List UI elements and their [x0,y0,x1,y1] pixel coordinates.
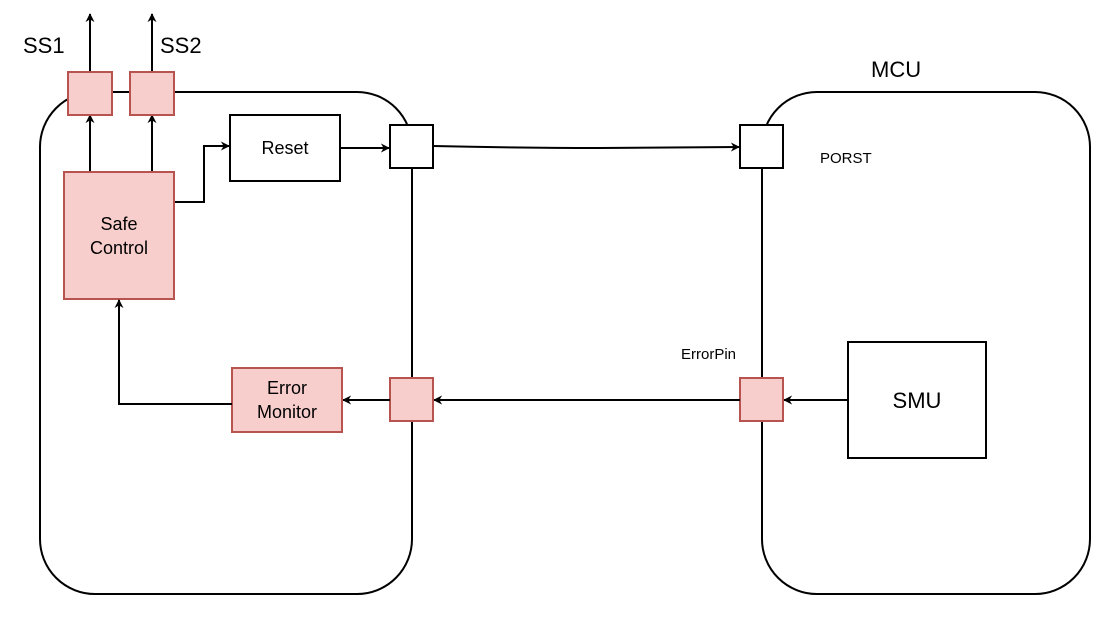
error-monitor-label-line2: Monitor [257,402,317,422]
safe-control-block [63,171,175,300]
mcu-container [761,91,1091,595]
ss2-label: SS2 [160,33,202,58]
errorpin-label: ErrorPin [681,346,736,363]
safe-control-label-line2: Control [90,238,148,258]
errorpin-pin [739,377,784,422]
smu-label: SMU [893,388,942,413]
reset-to-porst-arrow [432,142,740,152]
ss2-pin [129,71,175,116]
reset-label: Reset [261,138,308,158]
error-monitor-to-safe-control-arrow [114,299,232,405]
error-monitor-label-line1: Error [267,378,307,398]
ss1-pin [67,71,113,116]
error-monitor-block [231,367,343,433]
reset-block [229,114,341,182]
safe-control-to-reset-arrow [174,141,230,203]
mcu-label: MCU [871,57,921,82]
safe-control-label-line1: Safe [100,214,137,234]
error-input-pin [389,377,434,422]
safety-controller-container [39,91,413,595]
ss1-label: SS1 [23,33,65,58]
porst-pin [739,124,784,169]
reset-out-pin [389,124,434,169]
porst-label: PORST [820,150,872,167]
